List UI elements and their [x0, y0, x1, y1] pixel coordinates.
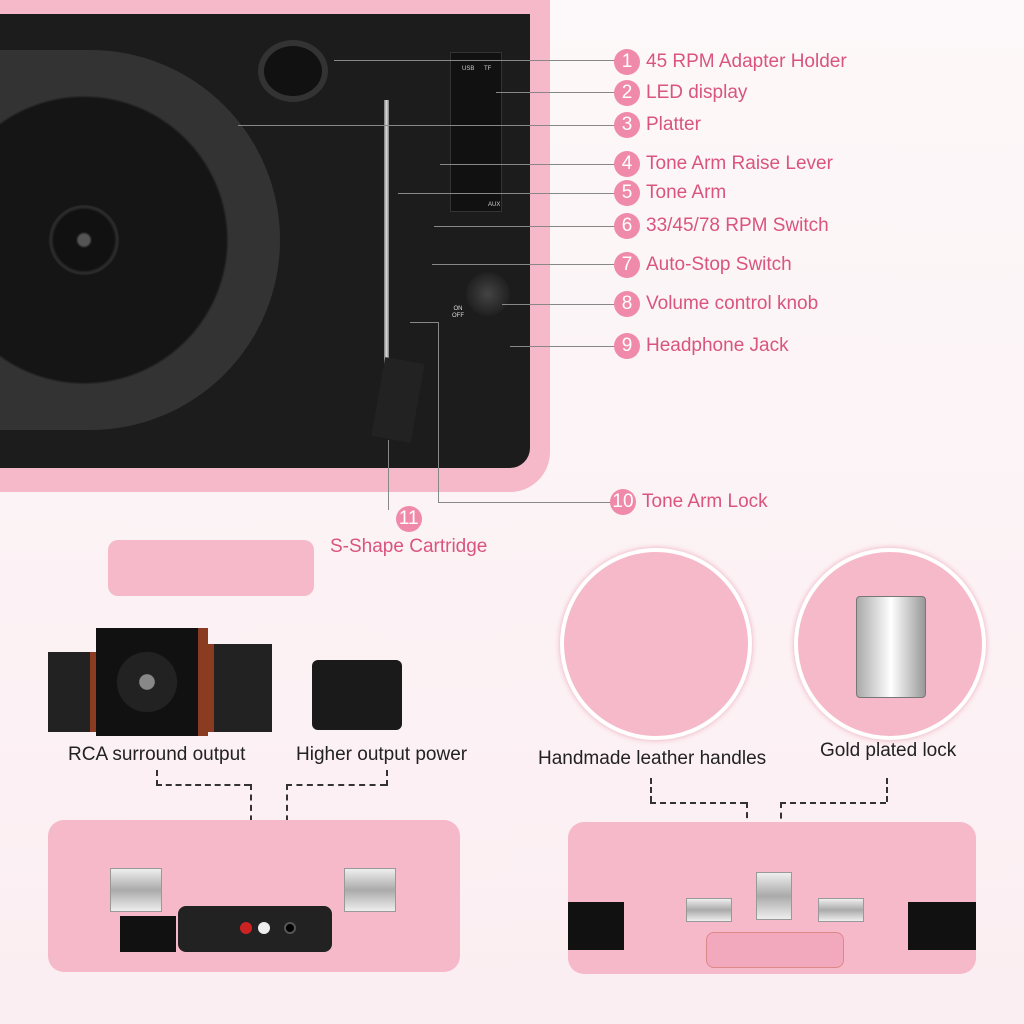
callout-7: 7 Auto-Stop Switch — [614, 252, 792, 278]
lock-icon — [756, 872, 792, 920]
callout-6: 6 33/45/78 RPM Switch — [614, 213, 829, 239]
usb-label: USB — [462, 66, 475, 72]
rca-panel — [178, 906, 332, 952]
handle-front — [706, 932, 844, 968]
callout-label: Tone Arm Lock — [642, 491, 768, 512]
callout-2: 2 LED display — [614, 80, 747, 106]
callout-label: Volume control knob — [646, 293, 819, 314]
badge: 5 — [614, 180, 640, 206]
speaker-grille-left — [568, 902, 624, 950]
callout-4: 4 Tone Arm Raise Lever — [614, 151, 833, 177]
speaker-left — [48, 652, 98, 732]
badge: 11 — [395, 506, 422, 532]
callout-8: 8 Volume control knob — [614, 291, 818, 317]
power-adapter — [312, 660, 402, 730]
aux-label: AUX — [488, 202, 501, 208]
dc-jack — [284, 922, 296, 934]
callout-9: 9 Headphone Jack — [614, 333, 789, 359]
tone-arm — [384, 100, 389, 400]
callout-5: 5 Tone Arm — [614, 180, 726, 206]
caption-rca: RCA surround output — [68, 744, 246, 765]
callout-label: LED display — [646, 82, 748, 103]
volume-knob — [466, 272, 510, 316]
caption-handles: Handmade leather handles — [538, 748, 767, 769]
callout-label: S-Shape Cartridge — [330, 536, 488, 557]
spec-label — [120, 916, 176, 952]
rca-red-jack — [240, 922, 252, 934]
badge: 9 — [614, 333, 640, 359]
hinge — [110, 868, 162, 912]
callout-label: Platter — [646, 114, 701, 135]
callout-label: Headphone Jack — [646, 335, 789, 356]
badge: 10 — [610, 489, 636, 515]
callout-1: 1 45 RPM Adapter Holder — [614, 49, 847, 75]
handles-closeup — [560, 548, 752, 740]
badge: 7 — [614, 252, 640, 278]
rca-white-jack — [258, 922, 270, 934]
on-off-label: ON OFF — [452, 306, 464, 319]
badge: 1 — [614, 49, 640, 75]
callout-10: 10 Tone Arm Lock — [610, 489, 768, 515]
lock-icon — [856, 596, 926, 698]
badge: 6 — [614, 213, 640, 239]
callout-label: 33/45/78 RPM Switch — [646, 215, 829, 236]
handle-top — [108, 540, 314, 596]
callout-label: Tone Arm Raise Lever — [646, 153, 833, 174]
callout-label: Tone Arm — [646, 182, 727, 203]
latch — [818, 898, 864, 922]
caption-power: Higher output power — [296, 744, 468, 765]
adapter-holder — [258, 40, 328, 102]
caption-lock: Gold plated lock — [820, 740, 957, 761]
callout-label: 45 RPM Adapter Holder — [646, 51, 847, 72]
tf-label: TF — [484, 66, 492, 72]
latch — [686, 898, 732, 922]
led-panel — [450, 52, 502, 212]
callout-3: 3 Platter — [614, 112, 701, 138]
badge: 3 — [614, 112, 640, 138]
speaker-grille-right — [908, 902, 976, 950]
callout-11: 11 S-Shape Cartridge — [330, 506, 487, 558]
hinge — [344, 868, 396, 912]
callout-label: Auto-Stop Switch — [646, 254, 792, 275]
badge: 2 — [614, 80, 640, 106]
speaker-sub — [96, 628, 208, 736]
speaker-right — [204, 644, 272, 732]
badge: 8 — [614, 291, 640, 317]
badge: 4 — [614, 151, 640, 177]
